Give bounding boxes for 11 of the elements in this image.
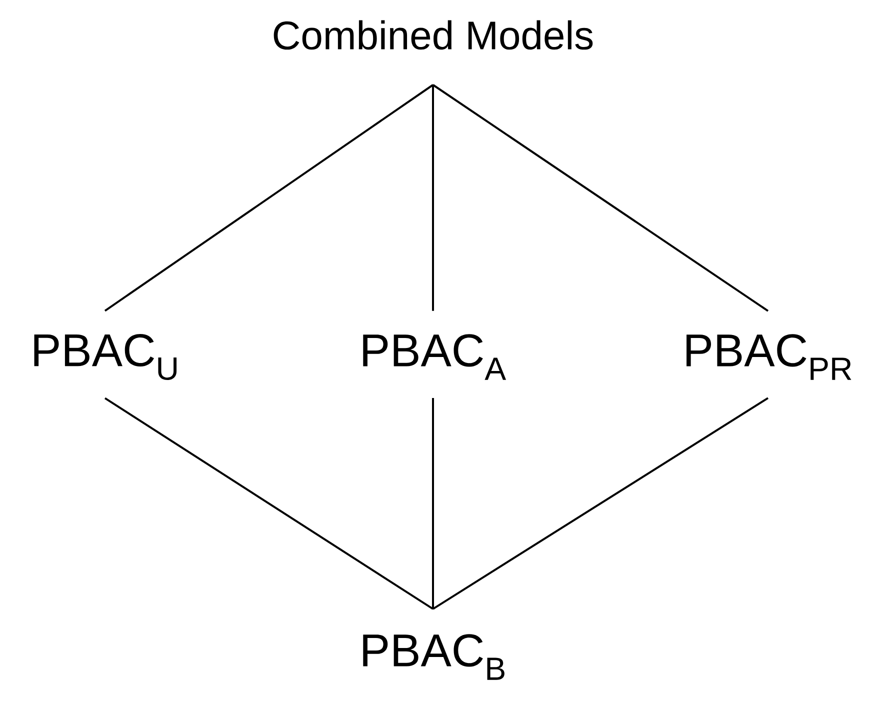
model-label: PBAC$_{U}$ — [34, 334, 177, 380]
connector-line — [432, 398, 434, 609]
connector-line — [432, 84, 769, 312]
connector-line — [104, 397, 434, 610]
connector-line — [104, 84, 434, 312]
model-label: PBAC$_{B}$ — [363, 634, 504, 680]
model-label: PBAC$_{A}$ — [363, 334, 506, 380]
model-label: PBAC$_{PR}$ — [686, 334, 852, 380]
connector-line — [432, 84, 434, 311]
heading-label: Combined Models — [274, 20, 593, 50]
connector-line — [432, 397, 769, 610]
